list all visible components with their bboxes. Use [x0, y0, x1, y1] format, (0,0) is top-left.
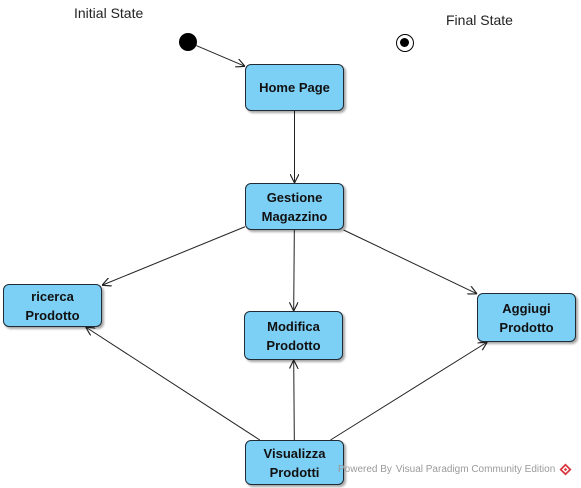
state-home-page-label: Home Page	[259, 80, 330, 95]
transition-visualizza-to-aggiungi[interactable]	[330, 342, 488, 441]
final-state-node[interactable]	[396, 34, 414, 52]
visual-paradigm-logo-icon	[559, 463, 572, 476]
watermark-powered-by: Powered By	[338, 464, 392, 475]
final-state-label: Final State	[446, 12, 513, 28]
transition-gestione-to-modifica[interactable]	[294, 229, 295, 311]
state-ricerca-prodotto-label: ricerca Prodotto	[25, 288, 80, 323]
state-visualizza-prodotti-label: Visualizza Prodotti	[263, 445, 326, 480]
state-modifica-prodotto-label: Modifica Prodotto	[266, 318, 321, 353]
initial-state-node[interactable]	[179, 33, 197, 51]
transition-visualizza-to-ricerca[interactable]	[86, 327, 261, 441]
state-visualizza-prodotti[interactable]: Visualizza Prodotti	[245, 440, 344, 485]
initial-state-label: Initial State	[74, 5, 144, 21]
transition-initial-to-home[interactable]	[196, 45, 245, 67]
state-home-page[interactable]: Home Page	[245, 64, 344, 111]
state-ricerca-prodotto[interactable]: ricerca Prodotto	[3, 284, 102, 327]
state-modifica-prodotto[interactable]: Modifica Prodotto	[244, 311, 343, 360]
transition-gestione-to-ricerca[interactable]	[102, 226, 246, 286]
transition-visualizza-to-modifica[interactable]	[294, 360, 295, 441]
watermark-product-name: Visual Paradigm Community Edition	[395, 464, 556, 475]
transition-gestione-to-aggiungi[interactable]	[343, 229, 477, 294]
state-gestione-magazzino[interactable]: Gestione Magazzino	[245, 183, 344, 230]
state-aggiugi-prodotto-label: Aggiugi Prodotto	[499, 300, 554, 335]
visual-paradigm-watermark: Powered By Visual Paradigm Community Edi…	[338, 463, 572, 476]
state-gestione-magazzino-label: Gestione Magazzino	[261, 189, 328, 224]
state-aggiugi-prodotto[interactable]: Aggiugi Prodotto	[477, 293, 576, 342]
final-state-core	[400, 38, 409, 47]
